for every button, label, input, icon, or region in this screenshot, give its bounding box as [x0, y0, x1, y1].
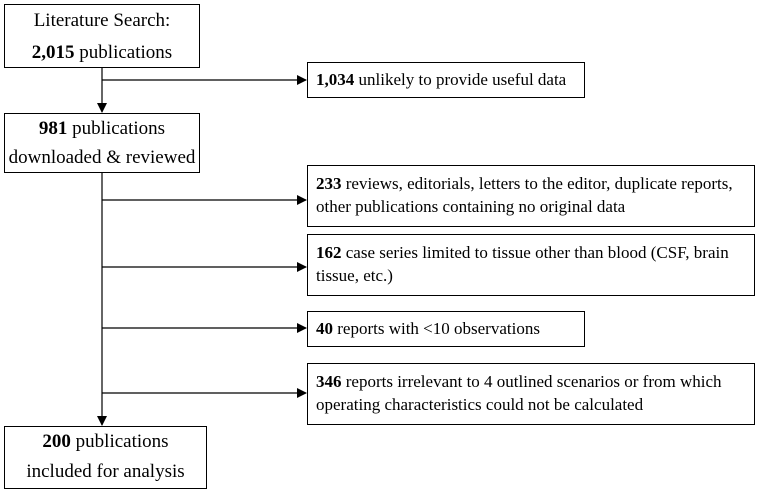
exclusion-1-text: unlikely to provide useful data	[354, 70, 567, 89]
downloaded-label: downloaded & reviewed	[8, 147, 196, 168]
exclusion-box-4: 40 reports with <10 observations	[307, 311, 585, 347]
exclusion-5-count: 346	[316, 372, 342, 391]
exclusion-5-text: reports irrelevant to 4 outlined scenari…	[316, 372, 722, 414]
downloaded-count: 981	[38, 118, 68, 139]
exclusion-box-5: 346 reports irrelevant to 4 outlined sce…	[307, 363, 755, 425]
search-count: 2,015	[31, 42, 75, 63]
exclusion-box-2: 233 reviews, editorials, letters to the …	[307, 165, 755, 227]
search-count-label: publications	[74, 42, 173, 63]
exclusion-box-1: 1,034 unlikely to provide useful data	[307, 62, 585, 98]
exclusion-3-count: 162	[316, 243, 342, 262]
box-literature-search: Literature Search: 2,015 publications	[4, 4, 200, 68]
downloaded-count-line: 981 publications	[5, 114, 199, 143]
exclusion-2-count: 233	[316, 174, 342, 193]
search-count-line: 2,015 publications	[5, 37, 199, 69]
box-included-analysis: 200 publications included for analysis	[4, 426, 207, 489]
exclusion-4-text: reports with <10 observations	[333, 319, 540, 338]
included-label: included for analysis	[26, 461, 185, 482]
included-count: 200	[42, 431, 71, 452]
exclusion-2-text: reviews, editorials, letters to the edit…	[316, 174, 733, 216]
exclusion-box-3: 162 case series limited to tissue other …	[307, 234, 755, 296]
exclusion-4-count: 40	[316, 319, 333, 338]
included-count-line: 200 publications	[5, 427, 206, 457]
search-label: Literature Search:	[33, 10, 171, 31]
included-count-label: publications	[70, 431, 169, 452]
box-downloaded-reviewed: 981 publications downloaded & reviewed	[4, 113, 200, 173]
exclusion-1-count: 1,034	[316, 70, 355, 89]
downloaded-count-label: publications	[67, 118, 166, 139]
exclusion-3-text: case series limited to tissue other than…	[316, 243, 729, 285]
